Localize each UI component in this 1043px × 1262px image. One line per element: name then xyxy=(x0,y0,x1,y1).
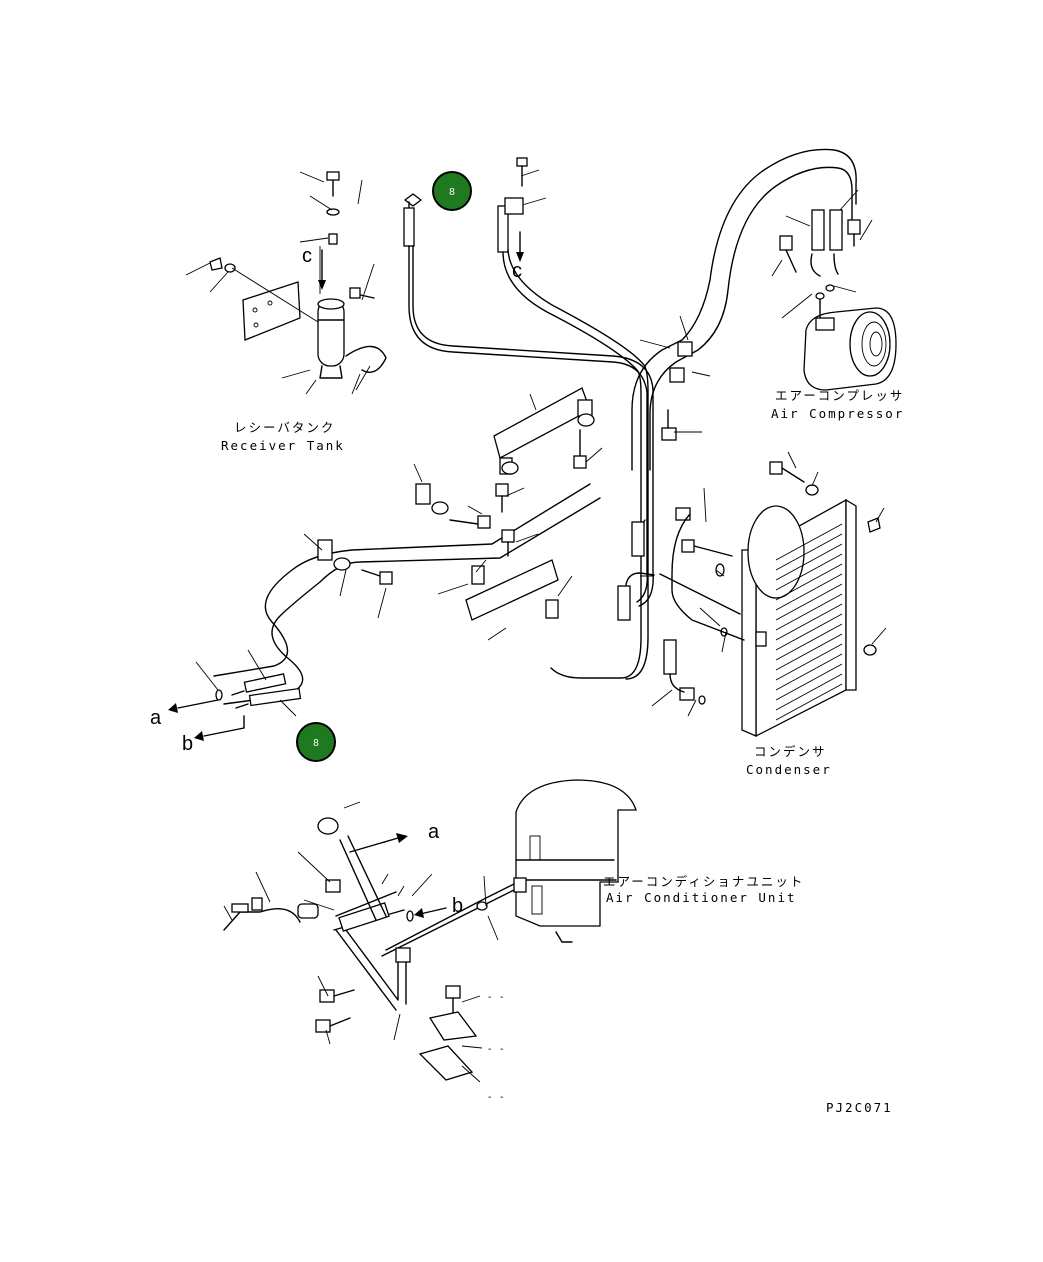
air-conditioner-unit xyxy=(515,779,637,927)
air-compressor-label-en: Air Compressor xyxy=(771,406,904,421)
clamp-brackets xyxy=(303,387,603,641)
hose-fitting-top xyxy=(403,207,415,247)
badge-text-bottom: 8 xyxy=(313,738,319,749)
receiver-tank xyxy=(317,299,345,367)
connection-letter-b-upper: b xyxy=(182,733,193,755)
air-compressor-label-jp: エアーコンプレッサ xyxy=(775,388,904,403)
condenser-assembly: コンデンサ Condenser xyxy=(640,451,887,777)
upper-bracket xyxy=(493,387,591,459)
connection-letter-c-right: c xyxy=(512,260,522,282)
refrigerant-hoses: c a b xyxy=(150,148,857,755)
blank-callout-3: - - xyxy=(488,1092,506,1103)
blank-callout-1: - - xyxy=(488,992,506,1003)
receiver-tank-label-jp: レシーバタンク xyxy=(234,420,335,435)
air-conditioner-unit-label-en: Air Conditioner Unit xyxy=(606,890,797,905)
drawing-code: PJ2C071 xyxy=(826,1100,893,1115)
receiver-tank-label-en: Receiver Tank xyxy=(221,438,345,453)
receiver-tank-assembly: c レシーバタンク Receiver Tank xyxy=(185,171,387,453)
connection-letter-c-left: c xyxy=(302,245,312,267)
tank-bracket-plate xyxy=(242,281,301,341)
connection-letter-b-lower: b xyxy=(452,895,463,917)
air-conditioner-unit-label-jp: エアーコンディショナユニット xyxy=(603,874,804,889)
connection-letter-a-lower: a xyxy=(428,821,440,843)
condenser-label-jp: コンデンサ xyxy=(754,744,827,759)
air-compressor-assembly: エアーコンプレッサ Air Compressor xyxy=(639,189,904,441)
reference-badge-bottom[interactable]: 8 xyxy=(296,722,336,762)
connection-letter-a-upper: a xyxy=(150,707,162,729)
reference-badge-top[interactable]: 8 xyxy=(432,171,472,211)
condenser-label-en: Condenser xyxy=(746,762,832,777)
blank-callout-2: - - xyxy=(488,1044,506,1055)
air-conditioner-unit-assembly: a b - - - - - - エアーコンディショナユニット Air Condi… xyxy=(223,779,804,1103)
lower-bracket xyxy=(465,559,559,621)
badge-text-top: 8 xyxy=(449,187,455,198)
badge-circle-top[interactable] xyxy=(432,171,472,211)
badge-circle-bottom[interactable] xyxy=(296,722,336,762)
